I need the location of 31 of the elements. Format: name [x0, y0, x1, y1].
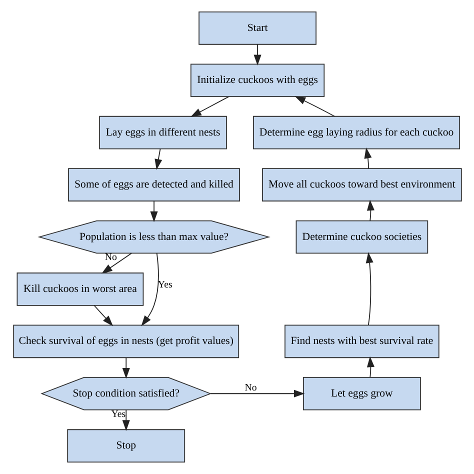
arrow — [294, 96, 335, 117]
node-box: Move all cuckoos toward best environment — [262, 168, 462, 202]
node-box: Start — [198, 12, 316, 45]
arrow — [366, 200, 374, 222]
arrow — [93, 305, 113, 326]
node-box: Lay eggs in different nests — [98, 116, 226, 150]
node-box: Initialize cuckoos with eggs — [190, 64, 324, 98]
arrow — [154, 148, 162, 170]
node-box: Determine cuckoo societies — [295, 220, 428, 254]
arrow — [122, 357, 130, 379]
edge-label: Yes — [110, 408, 126, 420]
arrow — [140, 252, 158, 326]
node-box: Check survival of eggs in nests (get profit values) — [12, 324, 239, 358]
node-box: Kill cuckoos in worst area — [16, 272, 144, 306]
arrow — [364, 148, 372, 170]
node-box: Let eggs grow — [302, 376, 420, 410]
arrow — [210, 390, 304, 398]
arrow — [122, 409, 130, 431]
arrow — [150, 200, 158, 222]
node-box: Stop — [66, 429, 185, 462]
node-box: Some of eggs are detected and killed — [68, 168, 240, 202]
edge-label: Yes — [157, 279, 172, 290]
arrow — [100, 252, 132, 274]
arrow — [366, 356, 374, 378]
edge-label: No — [104, 252, 116, 264]
arrow — [190, 96, 229, 118]
arrow — [253, 44, 261, 66]
edge-label: No — [244, 382, 256, 394]
arrow — [365, 252, 373, 326]
node-box: Find nests with best survival rate — [284, 324, 439, 358]
node-box: Determine egg laying radius for each cuckoo — [252, 116, 460, 150]
